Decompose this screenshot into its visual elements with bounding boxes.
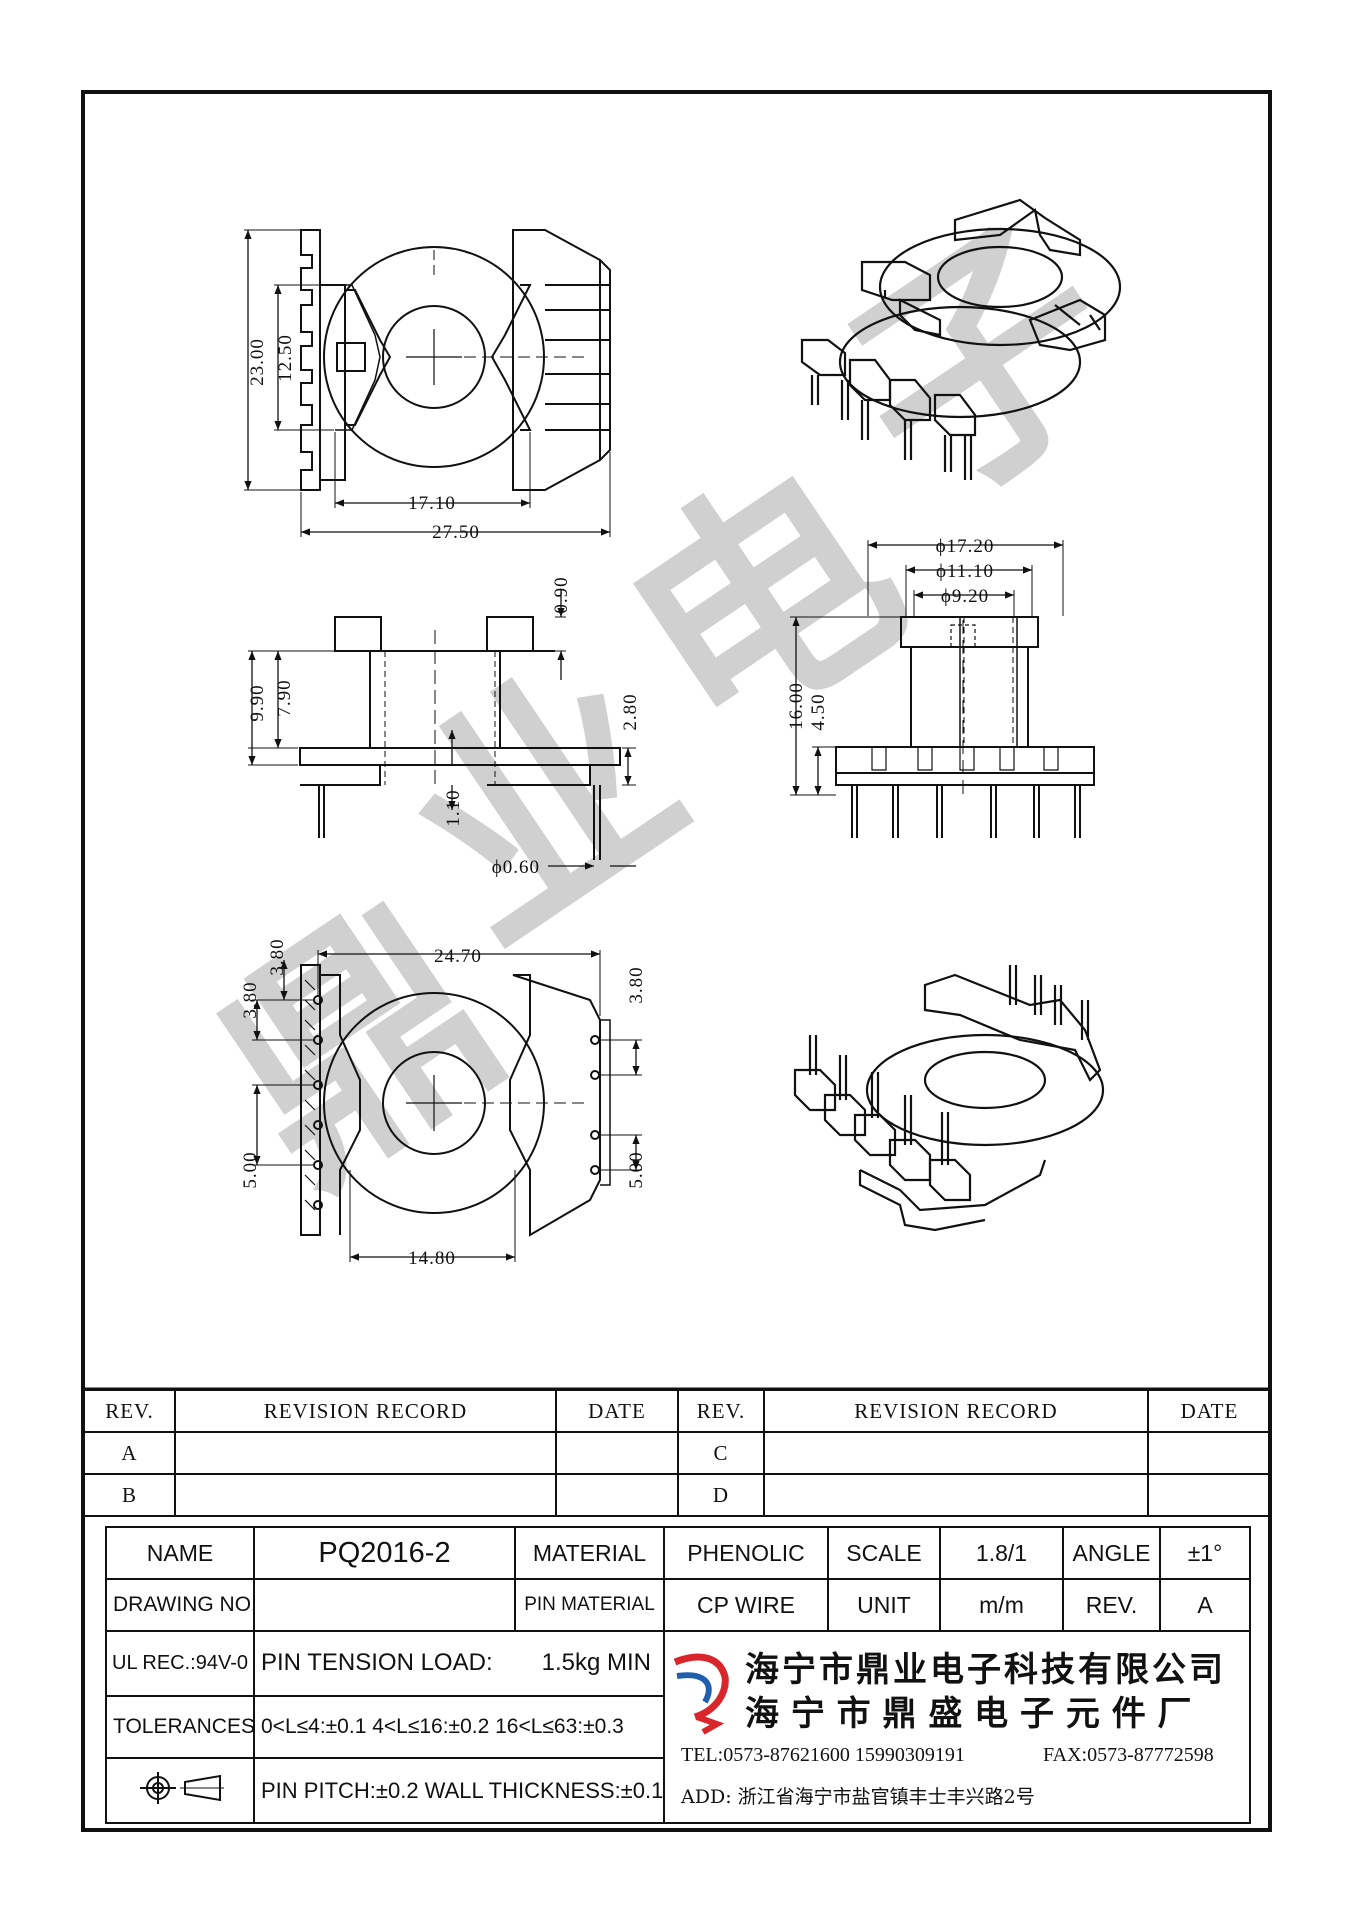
dim-height-overall: 23.00 [247,338,268,386]
record-cell [174,1431,557,1475]
drawing-no-label: DRAWING NO. [105,1578,255,1632]
dim-pitch-right: 3.80 [626,966,647,1003]
dim-dia-middle: ϕ11.10 [936,561,994,582]
unit-label: UNIT [827,1578,941,1632]
dim-pin-diameter: ϕ0.60 [492,857,540,878]
angle-label: ANGLE [1062,1526,1161,1580]
rev-cell-c: C [677,1431,765,1475]
company-block: 海宁市鼎业电子科技有限公司 海 宁 市 鼎 盛 电 子 元 件 厂 TEL:05… [663,1630,1251,1824]
rev-header-left: REV. [83,1389,176,1433]
rev-value: A [1159,1578,1251,1632]
dim-pitch-left-1: 3.80 [267,938,288,975]
date-cell [1147,1473,1272,1517]
record-cell [763,1473,1149,1517]
bottom-view [252,950,642,1262]
tolerances-value: 0<L≤4:±0.1 4<L≤16:±0.2 16<L≤63:±0.3 [253,1694,665,1760]
dim-body-height: 7.90 [274,679,295,716]
end-view [790,540,1095,838]
dim-pitch-left-2: 3.80 [240,981,261,1018]
record-header-right: REVISION RECORD [763,1389,1149,1433]
pin-tension-label: PIN TENSION LOAD: [261,1649,493,1677]
revision-table: REV. REVISION RECORD DATE REV. REVISION … [83,1389,1272,1517]
pin-material-value: CP WIRE [663,1578,829,1632]
dim-pin-offset: 1.10 [443,789,464,826]
date-header-left: DATE [555,1389,679,1433]
dim-row-right: 5.00 [626,1151,647,1188]
company-address: ADD: 浙江省海宁市盐官镇丰士丰兴路2号 [681,1786,1035,1808]
scale-label: SCALE [827,1526,941,1580]
ul-rec-label: UL REC.:94V-0 [105,1630,255,1697]
company-name-2: 海 宁 市 鼎 盛 电 子 元 件 厂 [745,1694,1192,1734]
title-block: NAME PQ2016-2 MATERIAL PHENOLIC SCALE 1.… [105,1526,1251,1824]
pin-tension-row: PIN TENSION LOAD: 1.5kg MIN [253,1630,665,1697]
unit-value: m/m [939,1578,1064,1632]
record-header-left: REVISION RECORD [174,1389,557,1433]
company-tel: TEL:0573-87621600 15990309191 [681,1744,965,1766]
top-view [244,229,611,537]
company-logo [673,1653,729,1735]
date-header-right: DATE [1147,1389,1272,1433]
sheet-border [81,90,1272,1832]
dim-overall-height: 9.90 [247,684,268,721]
rev-cell-d: D [677,1473,765,1517]
pin-material-label: PIN MATERIAL [514,1578,665,1632]
scale-value: 1.8/1 [939,1526,1064,1580]
rev-header-right: REV. [677,1389,765,1433]
side-view [248,590,636,870]
dim-height-total: 16.00 [786,682,807,730]
name-label: NAME [105,1526,255,1580]
date-cell [555,1431,679,1475]
dim-dia-outer: ϕ17.20 [936,536,995,557]
pin-tension-value: 1.5kg MIN [541,1649,651,1677]
rev-label: REV. [1062,1578,1161,1632]
name-value: PQ2016-2 [253,1526,516,1580]
dim-width-span: 24.70 [434,946,482,967]
dim-top-flange: 0.90 [551,576,572,613]
date-cell [555,1473,679,1517]
rev-cell-b: B [83,1473,176,1517]
material-label: MATERIAL [514,1526,665,1580]
third-angle-projection-icon [140,1771,224,1804]
material-value: PHENOLIC [663,1526,829,1580]
projection-symbol [105,1757,255,1824]
dim-height-inner: 12.50 [275,334,296,382]
company-name-1: 海宁市鼎业电子科技有限公司 [745,1650,1226,1690]
dim-width-inner: 17.10 [408,493,456,514]
dim-base-height: 2.80 [620,693,641,730]
tolerances-label: TOLERANCES: [105,1694,255,1760]
isometric-view-bottom [793,965,1105,1232]
dim-width-inner-bottom: 14.80 [408,1248,456,1269]
pin-pitch-value: PIN PITCH:±0.2 WALL THICKNESS:±0.1 [253,1757,665,1824]
dim-dia-inner: ϕ9.20 [941,586,989,607]
angle-value: ±1° [1159,1526,1251,1580]
date-cell [1147,1431,1272,1475]
dim-row-left: 5.00 [240,1151,261,1188]
company-fax: FAX:0573-87772598 [1043,1744,1214,1766]
record-cell [174,1473,557,1517]
dim-height-base: 4.50 [808,693,829,730]
rev-cell-a: A [83,1431,176,1475]
record-cell [763,1431,1149,1475]
isometric-view-top [800,198,1122,480]
dim-width-overall: 27.50 [432,522,480,543]
drawing-no-value [253,1578,516,1632]
